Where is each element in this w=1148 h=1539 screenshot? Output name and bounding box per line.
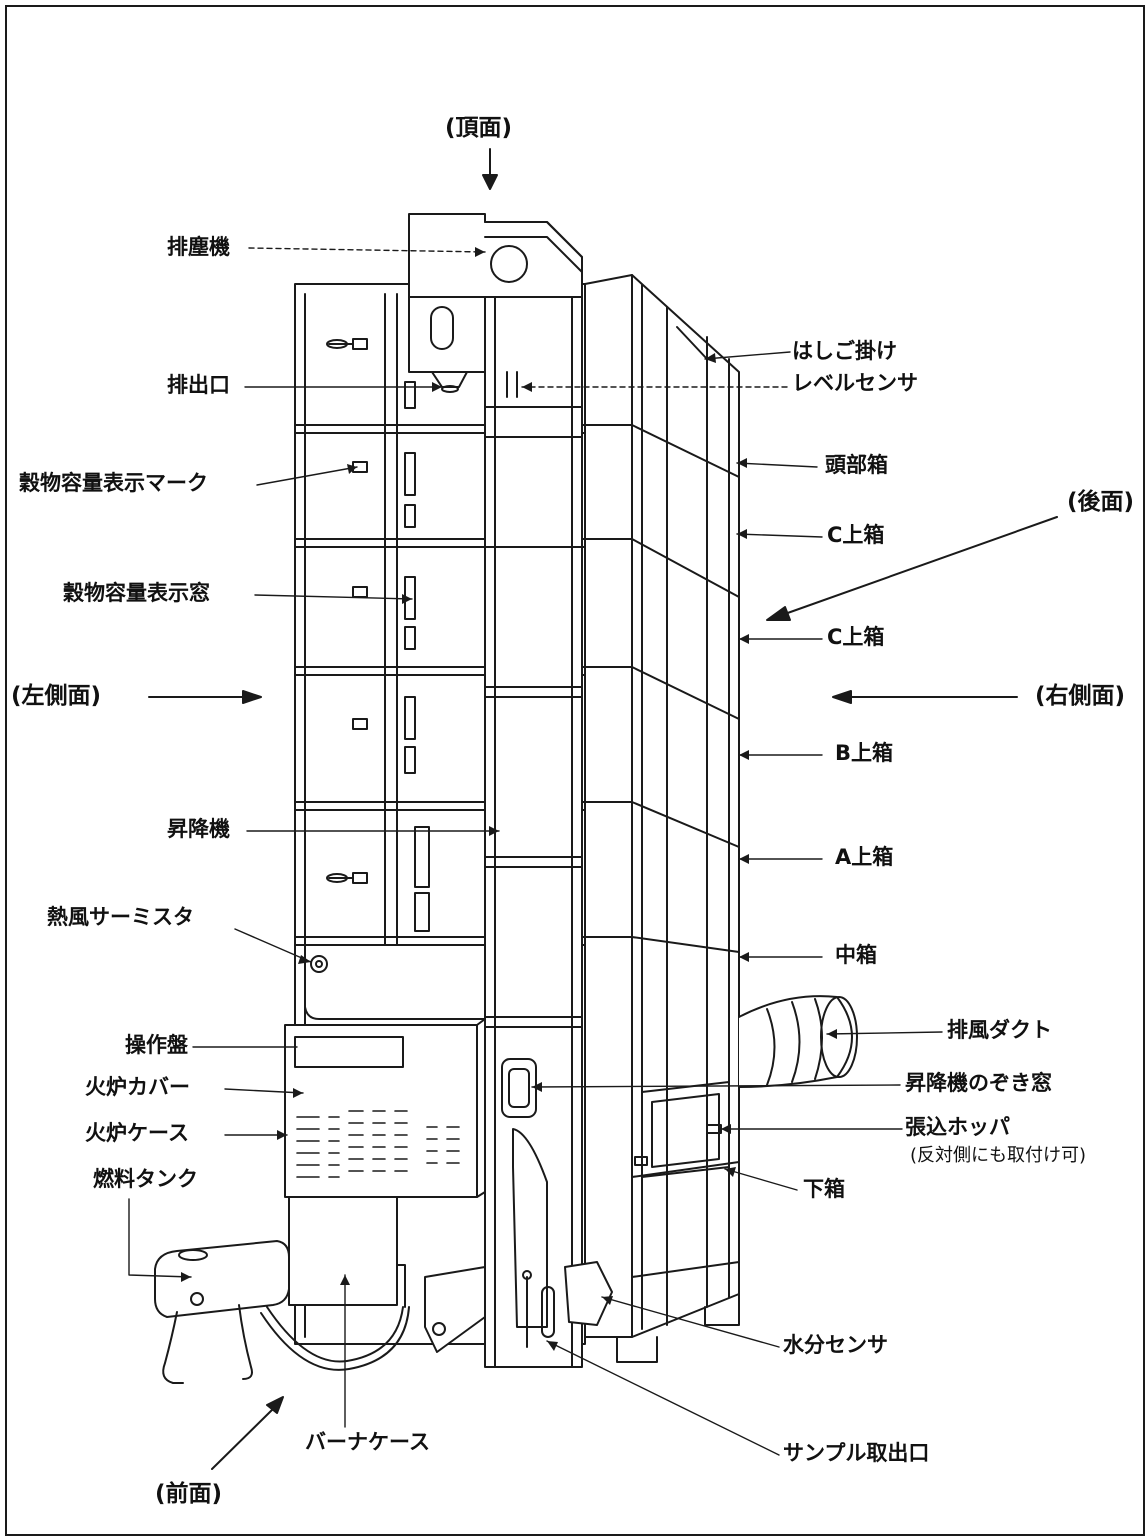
front-view-label: (前面)	[155, 1481, 223, 1507]
elevator-label: 昇降機	[167, 817, 230, 841]
burner-case-label: バーナケース	[305, 1430, 430, 1454]
grain-capacity-window-label: 穀物容量表示窓	[63, 581, 210, 605]
discharge-port-label: 排出口	[167, 373, 230, 397]
a-upper-box-label: A上箱	[835, 845, 894, 869]
head-box-label: 頭部箱	[825, 453, 888, 477]
dust-remover-label: 排塵機	[167, 235, 230, 259]
grain-capacity-mark-label: 穀物容量表示マーク	[19, 471, 208, 495]
c-upper-box-1-label: C上箱	[827, 523, 885, 547]
middle-box-label: 中箱	[835, 943, 877, 967]
top-view-label: (頂面)	[445, 115, 513, 141]
furnace-case-label: 火炉ケース	[85, 1121, 189, 1145]
hot-air-thermistor-label: 熱風サーミスタ	[47, 905, 194, 929]
exhaust-duct-label: 排風ダクト	[947, 1018, 1052, 1042]
right-side-view-label: (右側面)	[1035, 683, 1126, 709]
control-panel-label: 操作盤	[125, 1033, 188, 1057]
elevator-peep-window-label: 昇降機のぞき窓	[905, 1071, 1052, 1095]
fuel-tank-label: 燃料タンク	[93, 1167, 198, 1191]
furnace-assembly	[284, 1018, 486, 1353]
rear-view-label: (後面)	[1067, 489, 1135, 515]
left-side-view-label: (左側面)	[11, 683, 102, 709]
loading-hopper-note: (反対側にも取付け可)	[910, 1145, 1087, 1166]
c-upper-box-2-label: C上箱	[827, 625, 885, 649]
lower-box-label: 下箱	[803, 1177, 845, 1201]
loading-hopper-label: 張込ホッパ	[905, 1115, 1010, 1139]
leader-lines	[128, 247, 943, 1456]
leader-arrowheads	[181, 247, 837, 1351]
fuel-tank-shape	[154, 1240, 410, 1384]
b-upper-box-label: B上箱	[835, 741, 894, 765]
level-sensor-label: レベルセンサ	[792, 371, 918, 395]
diagram-frame: (頂面) (後面) (左側面) (右側面) (前面) 排塵機 排出口 穀物容量表…	[5, 5, 1145, 1536]
sample-outlet-label: サンプル取出口	[783, 1441, 930, 1465]
ladder-hook-label: はしご掛け	[792, 339, 897, 363]
furnace-cover-label: 火炉カバー	[85, 1075, 190, 1099]
moisture-sensor-label: 水分センサ	[783, 1333, 888, 1357]
exhaust-duct-shape	[738, 995, 858, 1088]
dryer-right-face	[584, 274, 740, 1363]
view-arrows	[148, 148, 1058, 1470]
grain-dryer-illustration	[128, 148, 1058, 1470]
